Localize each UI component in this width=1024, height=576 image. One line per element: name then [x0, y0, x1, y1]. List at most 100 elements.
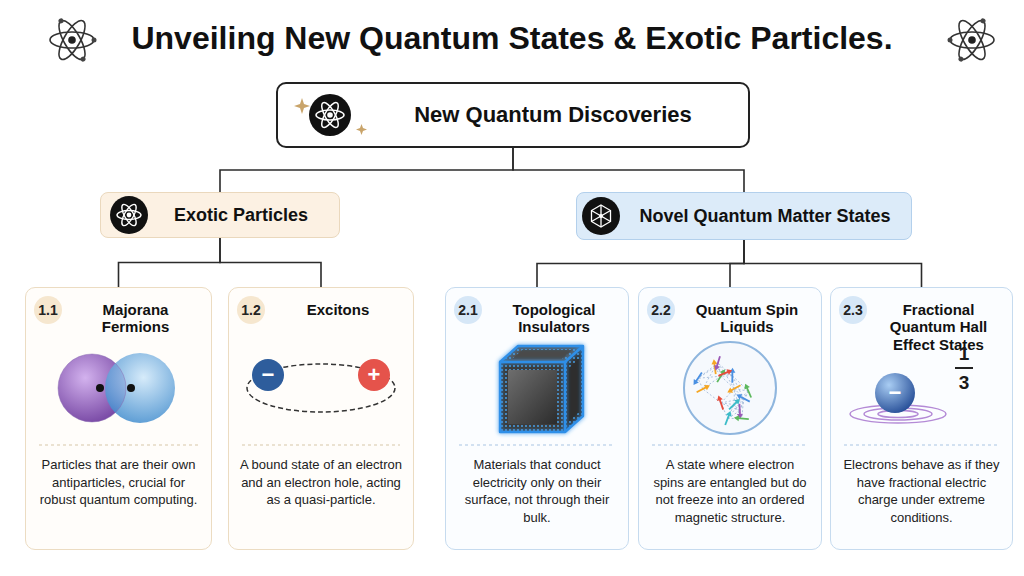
spin-liquid-illustration [739, 404, 741, 415]
tree-connector [537, 240, 744, 287]
atom-icon [50, 32, 94, 48]
category-header: Novel Quantum Matter States [576, 192, 912, 240]
sparkle [294, 98, 310, 114]
fraction-digit: 1 [959, 343, 970, 364]
spin-liquid-illustration [717, 395, 723, 409]
header-text: Novel Quantum Matter States [639, 206, 890, 227]
diagram-title: Unveiling New Quantum States & Exotic Pa… [131, 18, 892, 58]
spin-liquid-illustration [727, 385, 740, 392]
dashed-separator [242, 444, 400, 445]
card-description: Materials that conduct electricity only … [454, 456, 620, 526]
tree-connector [744, 240, 922, 287]
card-title: Quantum Spin Liquids [681, 296, 813, 336]
spin-liquid-illustration [734, 389, 735, 405]
card-description: A bound state of an electron and an elec… [237, 456, 405, 509]
card-title: Fractional Quantum Hall Effect States [873, 296, 1004, 353]
atom-badge-icon [309, 94, 351, 136]
card-header-row: 1.2Excitons [237, 296, 405, 354]
spin-liquid-illustration [684, 342, 776, 434]
exciton-illustration [252, 359, 284, 391]
spin-liquid-illustration [726, 411, 732, 417]
atom-badge-icon [117, 202, 141, 227]
topic-card: 1.1Majorana FermionsParticles that are t… [25, 287, 212, 550]
spin-liquid-illustration [725, 411, 731, 425]
cube-illustration [500, 362, 565, 432]
spin-liquid-illustration [744, 384, 751, 398]
spin-liquid-illustration [734, 399, 740, 405]
atom-icon [948, 17, 995, 63]
spin-liquid-illustration [696, 373, 702, 382]
card-description: A state where electron spins are entangl… [647, 456, 813, 526]
atom-badge-icon [119, 202, 139, 227]
spin-liquid-illustration [704, 385, 710, 390]
charge-sign: − [889, 380, 902, 405]
spin-liquid-illustration [684, 342, 776, 434]
atom-icon [54, 17, 90, 63]
cube-illustration [500, 346, 583, 432]
callout-number: 2.3 [839, 296, 867, 324]
atom-badge-icon [319, 100, 342, 129]
spin-liquid-illustration [721, 389, 734, 403]
atom-icon [50, 17, 97, 63]
atom-icon [954, 17, 990, 63]
callout-number: 1.2 [237, 296, 265, 324]
atom-icon [92, 38, 97, 43]
atom-icon [54, 17, 90, 63]
atom-badge-icon [319, 100, 342, 129]
atom-badge-icon [119, 202, 139, 227]
spin-liquid-illustration [703, 389, 721, 403]
spin-liquid-illustration [744, 384, 750, 390]
spin-liquid-illustration [698, 376, 721, 378]
sparkle [294, 98, 367, 135]
majorana-illustration [127, 384, 135, 392]
spin-liquid-illustration [731, 372, 733, 383]
card-title: Majorana Fermions [68, 296, 203, 336]
lattice-badge-icon [592, 211, 611, 222]
callout-number: 2.1 [454, 296, 482, 324]
cube-illustration [512, 350, 572, 359]
spin-liquid-illustration [731, 385, 741, 390]
card-header-row: 1.1Majorana Fermions [34, 296, 203, 354]
spin-liquid-illustration [734, 389, 748, 391]
lattice-badge-icon [599, 214, 603, 218]
symbol-label-wrap: 3 [944, 370, 984, 396]
cube-illustration [569, 359, 579, 421]
atom-icon [968, 36, 976, 44]
majorana-illustration [58, 353, 175, 423]
dashed-separator [652, 444, 808, 445]
card-header-row: 2.3Fractional Quantum Hall Effect States [839, 296, 1004, 354]
spin-liquid-illustration [727, 387, 733, 392]
card-description: Particles that are their own antiparticl… [34, 456, 203, 509]
cube-illustration [565, 346, 583, 362]
tree-connector [220, 148, 513, 192]
dashed-separator [39, 444, 999, 445]
atom-icon [950, 32, 994, 48]
cube-illustration [508, 370, 557, 424]
spin-liquid-illustration [720, 399, 724, 409]
tree-connector [119, 238, 221, 287]
dashed-separator [39, 444, 198, 445]
cube-illustration [500, 346, 583, 432]
atom-badge-icon [327, 112, 333, 118]
title-wrap: Unveiling New Quantum States & Exotic Pa… [0, 18, 1024, 58]
spin-liquid-illustration [742, 398, 744, 418]
spin-liquid-illustration [717, 395, 723, 401]
atom-icon [958, 56, 965, 63]
atom-icon [954, 17, 990, 63]
atom-badge-icon [110, 196, 148, 234]
symbol-label-wrap: − [248, 362, 288, 388]
spin-liquid-illustration [697, 387, 707, 392]
spin-liquid-illustration [727, 369, 733, 375]
spin-liquid-illustration [738, 418, 749, 419]
lattice-badge-icon [592, 211, 611, 222]
exciton-illustration [358, 359, 390, 391]
cube-illustration [500, 346, 583, 432]
charge-sign: + [368, 362, 381, 387]
spin-liquid-illustration [747, 387, 751, 397]
topic-card: 1.2Excitons A bound state of an electron … [228, 287, 414, 550]
spin-liquid-illustration [721, 403, 734, 405]
spin-liquid-illustration [734, 415, 739, 421]
